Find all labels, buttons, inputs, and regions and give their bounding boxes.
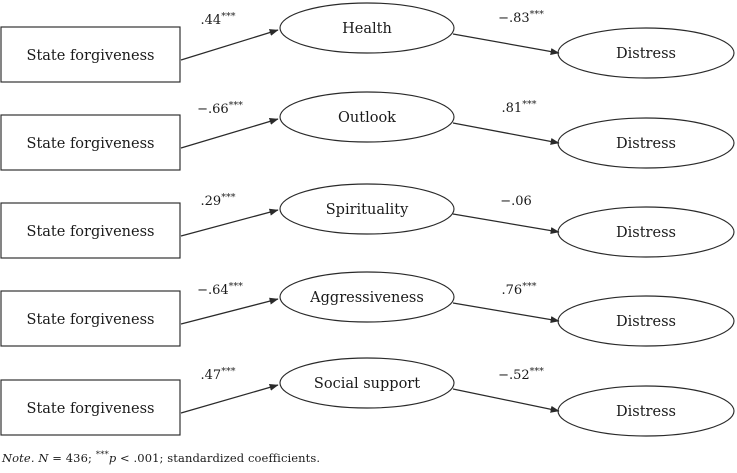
mediator-ellipse-5[interactable] bbox=[279, 357, 455, 409]
predictor-label-4: State forgiveness bbox=[27, 312, 155, 328]
mediator-label-3: Spirituality bbox=[326, 202, 409, 218]
mediator-label-2: Outlook bbox=[338, 110, 396, 126]
outcome-label-3: Distress bbox=[616, 225, 676, 241]
predictor-label-1: State forgiveness bbox=[27, 48, 155, 64]
outcome-label-4: Distress bbox=[616, 314, 676, 330]
outcome-label-2: Distress bbox=[616, 136, 676, 152]
model-row-2: State forgiveness Outlook Distress −.66*… bbox=[0, 91, 735, 171]
mediator-ellipse-3[interactable] bbox=[279, 183, 455, 235]
mediator-ellipse-4[interactable] bbox=[279, 271, 455, 323]
predictor-box-1[interactable] bbox=[0, 26, 181, 83]
b-path-arrow-5 bbox=[452, 388, 560, 413]
figure-note: Note. N = 436; ***p < .001; standardized… bbox=[2, 450, 320, 465]
model-row-3: State forgiveness Spirituality Distress … bbox=[0, 183, 735, 259]
b-path-label-1: −.83*** bbox=[498, 9, 544, 27]
a-path-label-5: .47*** bbox=[201, 366, 236, 384]
mediator-label-4: Aggressiveness bbox=[309, 290, 424, 306]
a-path-arrow-1 bbox=[180, 29, 279, 61]
outcome-label-1: Distress bbox=[616, 46, 676, 62]
predictor-label-3: State forgiveness bbox=[27, 224, 155, 240]
note-equals: = 436; bbox=[48, 450, 96, 465]
note-sample-symbol: N bbox=[38, 450, 49, 465]
predictor-box-2[interactable] bbox=[0, 114, 181, 171]
model-row-1: State forgiveness Health Distress .44***… bbox=[0, 2, 735, 83]
b-path-arrow-4 bbox=[452, 302, 560, 324]
a-path-label-3: .29*** bbox=[201, 192, 236, 210]
b-path-arrow-1 bbox=[452, 33, 560, 55]
b-path-arrow-3 bbox=[452, 213, 560, 235]
a-path-arrow-3 bbox=[180, 208, 279, 237]
predictor-label-2: State forgiveness bbox=[27, 136, 155, 152]
a-path-label-4: −.64*** bbox=[197, 281, 243, 299]
mediator-ellipse-2[interactable] bbox=[279, 91, 455, 143]
note-prefix: Note. bbox=[2, 450, 35, 465]
note-stars: *** bbox=[95, 450, 109, 460]
predictor-box-4[interactable] bbox=[0, 290, 181, 347]
model-row-5: State forgiveness Social support Distres… bbox=[0, 357, 735, 437]
note-tail: < .001; standardized coefficients. bbox=[116, 450, 321, 465]
b-path-label-2: .81*** bbox=[502, 99, 537, 117]
mediator-ellipse-1[interactable] bbox=[279, 2, 455, 54]
mediator-label-5: Social support bbox=[314, 376, 420, 392]
b-path-label-3: −.06 bbox=[500, 194, 532, 209]
b-path-label-5: −.52*** bbox=[498, 366, 544, 384]
a-path-arrow-2 bbox=[180, 118, 279, 149]
predictor-box-3[interactable] bbox=[0, 202, 181, 259]
a-path-label-2: −.66*** bbox=[197, 100, 243, 118]
model-row-4: State forgiveness Aggressiveness Distres… bbox=[0, 271, 735, 347]
note-p-symbol: p bbox=[108, 450, 117, 465]
b-path-label-4: .76*** bbox=[502, 281, 537, 299]
predictor-box-5[interactable] bbox=[0, 379, 181, 436]
outcome-label-5: Distress bbox=[616, 404, 676, 420]
b-path-arrow-2 bbox=[452, 122, 560, 145]
predictor-label-5: State forgiveness bbox=[27, 401, 155, 417]
a-path-label-1: .44*** bbox=[201, 11, 236, 29]
mediator-label-1: Health bbox=[342, 21, 392, 37]
a-path-arrow-5 bbox=[180, 383, 279, 414]
a-path-arrow-4 bbox=[180, 297, 279, 325]
